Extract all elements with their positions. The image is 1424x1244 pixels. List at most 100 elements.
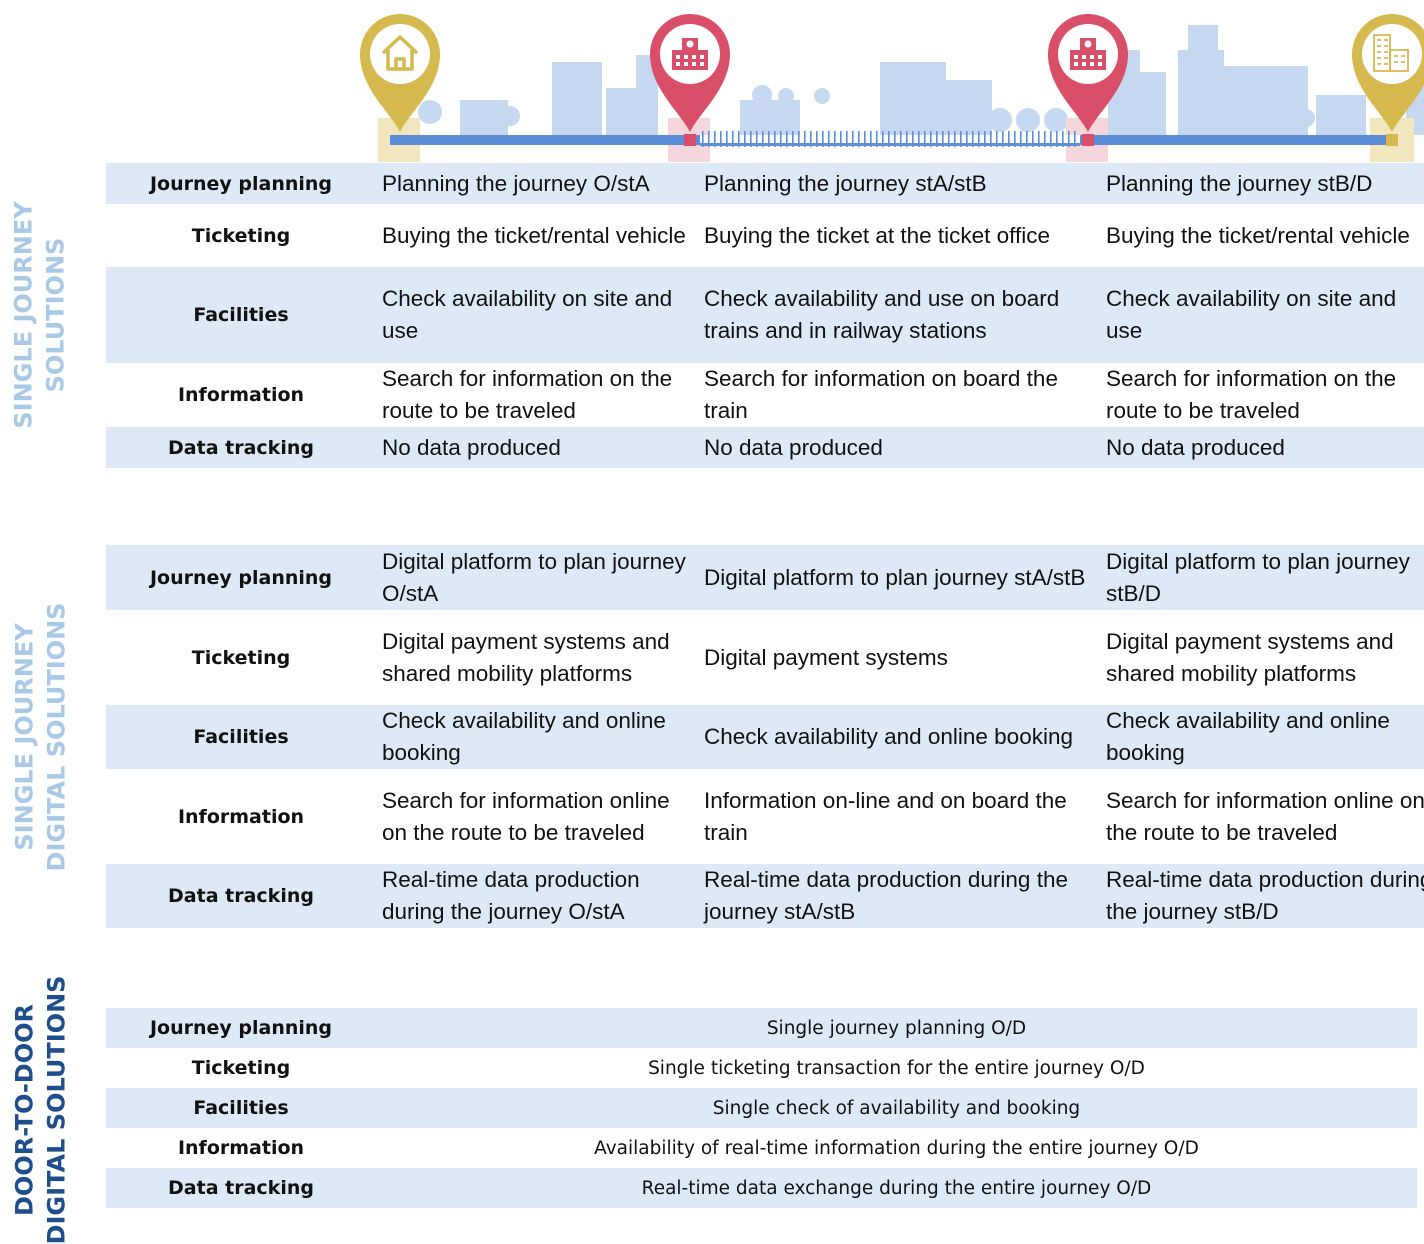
cell-origin-segment: Check availability on site and use bbox=[382, 286, 673, 343]
rail-tie bbox=[1050, 131, 1052, 147]
rail-tie bbox=[840, 131, 842, 147]
rail-tie bbox=[834, 131, 836, 147]
cell-origin-segment: Digital platform to plan journey O/stA bbox=[382, 548, 686, 606]
row-header-facilities: Facilities bbox=[193, 726, 289, 748]
table-row: Facilities Single check of availability … bbox=[106, 1088, 1417, 1128]
rail-tie bbox=[936, 131, 938, 147]
merged-cell-door-to-door: Single check of availability and booking bbox=[712, 1097, 1081, 1119]
rail-tie bbox=[900, 131, 902, 147]
rail-tie bbox=[768, 131, 770, 147]
rail-tie bbox=[720, 131, 722, 147]
rail-tie bbox=[852, 131, 854, 147]
cell-origin-segment: Search for information online on the rou… bbox=[382, 787, 670, 845]
rail-tie bbox=[828, 131, 830, 147]
row-header-journey-planning: Journey planning bbox=[149, 566, 333, 589]
row-header-journey-planning: Journey planning bbox=[149, 1017, 333, 1039]
section-label-door-to-door: DOOR-TO-DOOR DIGITAL SOLUTIONS bbox=[10, 975, 70, 1244]
cell-destination-segment: Digital platform to plan journey stB/D bbox=[1106, 548, 1410, 606]
rail-tie bbox=[1062, 131, 1064, 147]
rail-tie bbox=[906, 131, 908, 147]
rail-tie bbox=[960, 131, 962, 147]
rail-tie bbox=[930, 131, 932, 147]
table-row: Journey planning Planning the journey O/… bbox=[106, 163, 1424, 204]
cell-destination-segment: Buying the ticket/rental vehicle bbox=[1106, 222, 1410, 248]
rail-tie bbox=[1074, 131, 1076, 147]
cell-origin-segment: Planning the journey O/stA bbox=[382, 170, 650, 196]
table-row: Ticketing Digital payment systems and sh… bbox=[106, 610, 1424, 705]
rail-tie bbox=[858, 131, 860, 147]
rail-tie bbox=[966, 131, 968, 147]
cell-rail-segment: Search for information on board the trai… bbox=[704, 366, 1058, 423]
cell-rail-segment: Check availability and use on board trai… bbox=[704, 286, 1060, 343]
origin-pin bbox=[360, 14, 440, 132]
rail-tie bbox=[726, 131, 728, 147]
rail-tie bbox=[738, 131, 740, 147]
rail-tie bbox=[870, 131, 872, 147]
cell-rail-segment: Digital platform to plan journey stA/stB bbox=[704, 564, 1086, 590]
table-row: Data tracking Real-time data production … bbox=[106, 864, 1424, 928]
row-header-information: Information bbox=[177, 384, 305, 406]
rail-tie bbox=[912, 131, 914, 147]
rail-tie bbox=[1026, 131, 1028, 147]
row-header-information: Information bbox=[177, 805, 305, 828]
journey-illustration bbox=[360, 14, 1424, 162]
rail-tie bbox=[972, 131, 974, 147]
table-row: Information Search for information on th… bbox=[106, 363, 1424, 427]
rail-tie bbox=[1068, 131, 1070, 147]
rail-tie bbox=[1014, 131, 1016, 147]
rail-tie bbox=[774, 131, 776, 147]
rail-tie bbox=[882, 131, 884, 147]
merged-cell-door-to-door: Availability of real-time information du… bbox=[594, 1137, 1199, 1159]
row-header-journey-planning: Journey planning bbox=[149, 172, 333, 195]
row-header-ticketing: Ticketing bbox=[191, 1057, 291, 1079]
single-journey-table: Journey planning Planning the journey O/… bbox=[106, 163, 1424, 468]
cell-destination-segment: Real-time data production during the jou… bbox=[1106, 867, 1424, 924]
city-skyline bbox=[418, 25, 1424, 135]
rail-tie bbox=[822, 131, 824, 147]
table-row: Facilities Check availability and online… bbox=[106, 705, 1424, 769]
row-header-data-tracking: Data tracking bbox=[168, 436, 314, 459]
door-to-door-table: Journey planning Single journey planning… bbox=[106, 1008, 1417, 1208]
rail-tie bbox=[846, 131, 848, 147]
cell-destination-segment: Check availability on site and use bbox=[1106, 286, 1397, 343]
rail-tie bbox=[714, 131, 716, 147]
rail-tie bbox=[996, 131, 998, 147]
cell-destination-segment: Search for information online on the rou… bbox=[1106, 787, 1424, 845]
cell-rail-segment: No data produced bbox=[704, 434, 883, 460]
rail-tie bbox=[708, 131, 710, 147]
rail-tie bbox=[762, 131, 764, 147]
cell-origin-segment: Check availability and online booking bbox=[382, 708, 666, 765]
destination-pin bbox=[1352, 14, 1424, 132]
rail-tie bbox=[978, 131, 980, 147]
table-row: Ticketing Buying the ticket/rental vehic… bbox=[106, 204, 1424, 267]
merged-cell-door-to-door: Single journey planning O/D bbox=[766, 1017, 1027, 1039]
rail-tie bbox=[894, 131, 896, 147]
rail-tie bbox=[792, 131, 794, 147]
rail-tie bbox=[1044, 131, 1046, 147]
cell-origin-segment: Real-time data production during the jou… bbox=[382, 867, 640, 924]
table-row: Ticketing Single ticketing transaction f… bbox=[106, 1048, 1417, 1088]
table-row: Information Availability of real-time in… bbox=[106, 1128, 1417, 1168]
station-b-pin bbox=[1048, 14, 1128, 132]
table-row: Facilities Check availability on site an… bbox=[106, 267, 1424, 363]
row-header-facilities: Facilities bbox=[193, 304, 289, 326]
rail-tie bbox=[984, 131, 986, 147]
cell-destination-segment: Digital payment systems and shared mobil… bbox=[1106, 628, 1394, 686]
rail-tie bbox=[864, 131, 866, 147]
cell-origin-segment: Buying the ticket/rental vehicle bbox=[382, 222, 686, 248]
rail-tie bbox=[924, 131, 926, 147]
rail-tie bbox=[948, 131, 950, 147]
rail-tie bbox=[756, 131, 758, 147]
rail-tie bbox=[1056, 131, 1058, 147]
row-header-facilities: Facilities bbox=[193, 1097, 289, 1119]
cell-rail-segment: Planning the journey stA/stB bbox=[704, 170, 987, 196]
rail-ties bbox=[702, 131, 1076, 147]
rail-tie bbox=[732, 131, 734, 147]
cell-destination-segment: Check availability and online booking bbox=[1106, 708, 1390, 765]
rail-tie bbox=[1002, 131, 1004, 147]
station-icon bbox=[1070, 38, 1106, 70]
rail-tie bbox=[804, 131, 806, 147]
section-label-single-journey-digital: SINGLE JOURNEY DIGITAL SOLUTIONS bbox=[10, 602, 70, 871]
cell-destination-segment: No data produced bbox=[1106, 434, 1285, 460]
row-header-ticketing: Ticketing bbox=[191, 646, 291, 669]
